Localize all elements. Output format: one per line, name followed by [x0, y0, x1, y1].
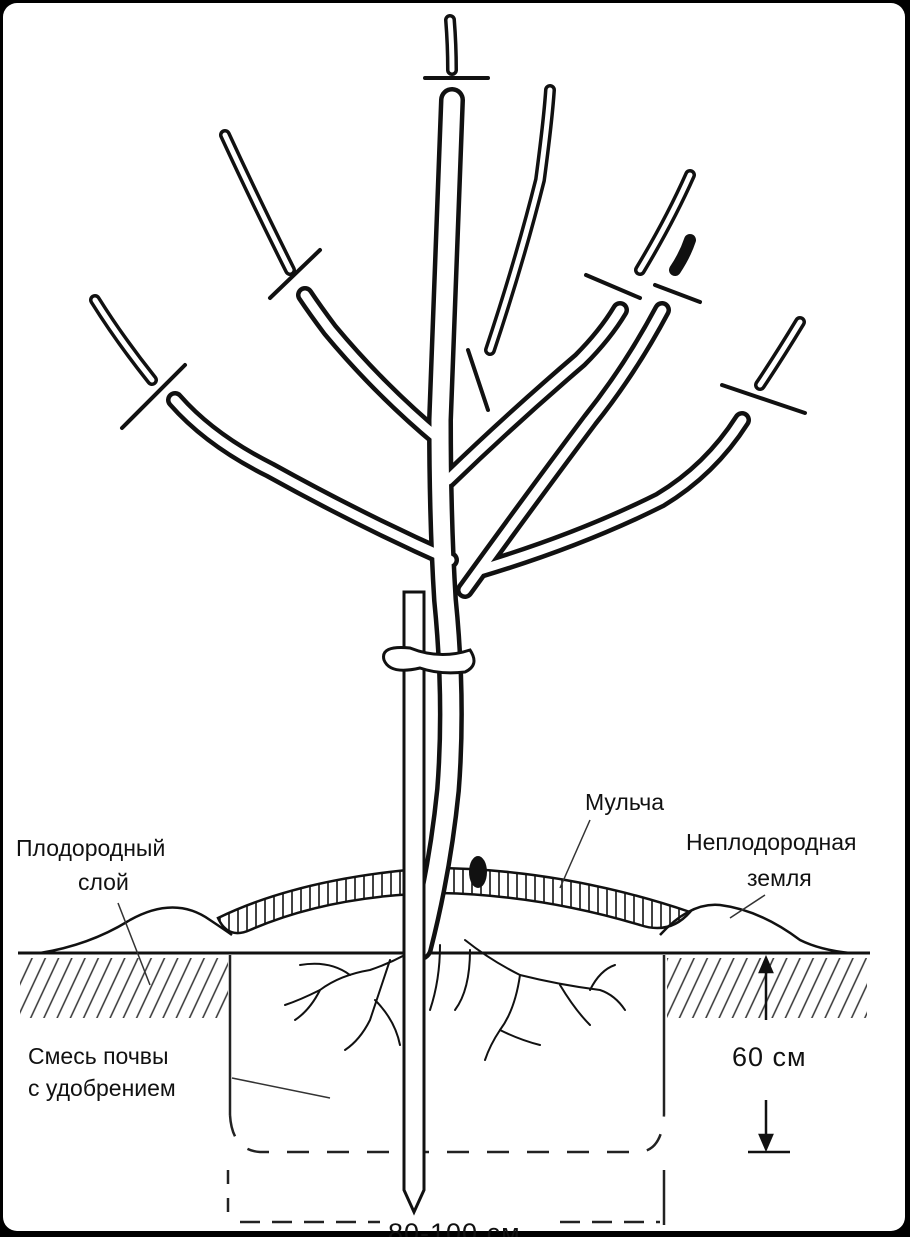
label-depth: 60 см	[732, 1042, 807, 1072]
label-fertile-layer: Плодородный	[16, 835, 165, 861]
fertile-soil-mound	[39, 906, 233, 955]
label-infertile-soil: Неплодородная	[686, 829, 856, 855]
label-mulch: Мульча	[585, 789, 664, 815]
planting-pit	[226, 955, 666, 1225]
leader-lines	[117, 819, 766, 1099]
label-infertile-soil-2: земля	[747, 865, 812, 891]
label-soil-mix-2: с удобрением	[28, 1075, 176, 1101]
pruning-cuts	[120, 76, 807, 430]
label-fertile-layer-2: слой	[78, 869, 129, 895]
tree	[89, 14, 806, 961]
label-soil-mix: Смесь почвы	[28, 1043, 169, 1069]
tree-tie	[382, 646, 476, 675]
label-width: 80-100 см	[388, 1218, 521, 1237]
trunk-knot	[469, 856, 487, 888]
depth-dimension	[748, 954, 790, 1154]
support-stake	[382, 590, 476, 1216]
roots	[284, 939, 626, 1061]
